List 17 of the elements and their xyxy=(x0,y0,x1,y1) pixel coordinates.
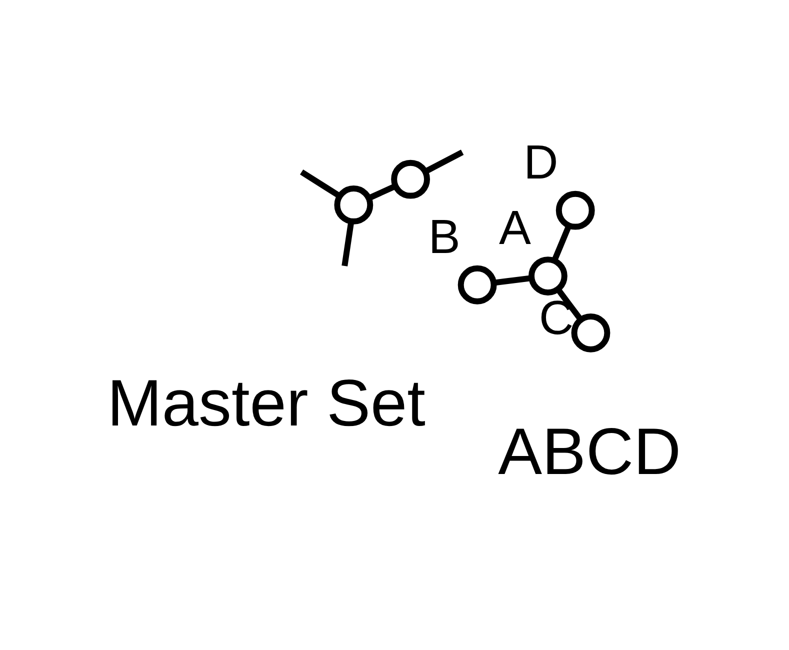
node-circle xyxy=(570,312,610,352)
connector xyxy=(424,149,464,174)
node-circle xyxy=(457,264,496,304)
node-circle xyxy=(555,190,594,230)
connector xyxy=(299,168,340,198)
node-label: B xyxy=(428,210,460,264)
node-circle xyxy=(390,159,430,198)
label: ABCD xyxy=(498,413,681,488)
label: Master Set xyxy=(106,365,425,440)
node-label: D xyxy=(523,136,558,189)
connector xyxy=(555,286,582,320)
node-circle xyxy=(528,256,567,295)
connector xyxy=(341,220,354,266)
node-label: A xyxy=(498,202,530,254)
connector xyxy=(367,182,396,200)
node-circle xyxy=(334,185,373,224)
connector xyxy=(551,224,571,262)
